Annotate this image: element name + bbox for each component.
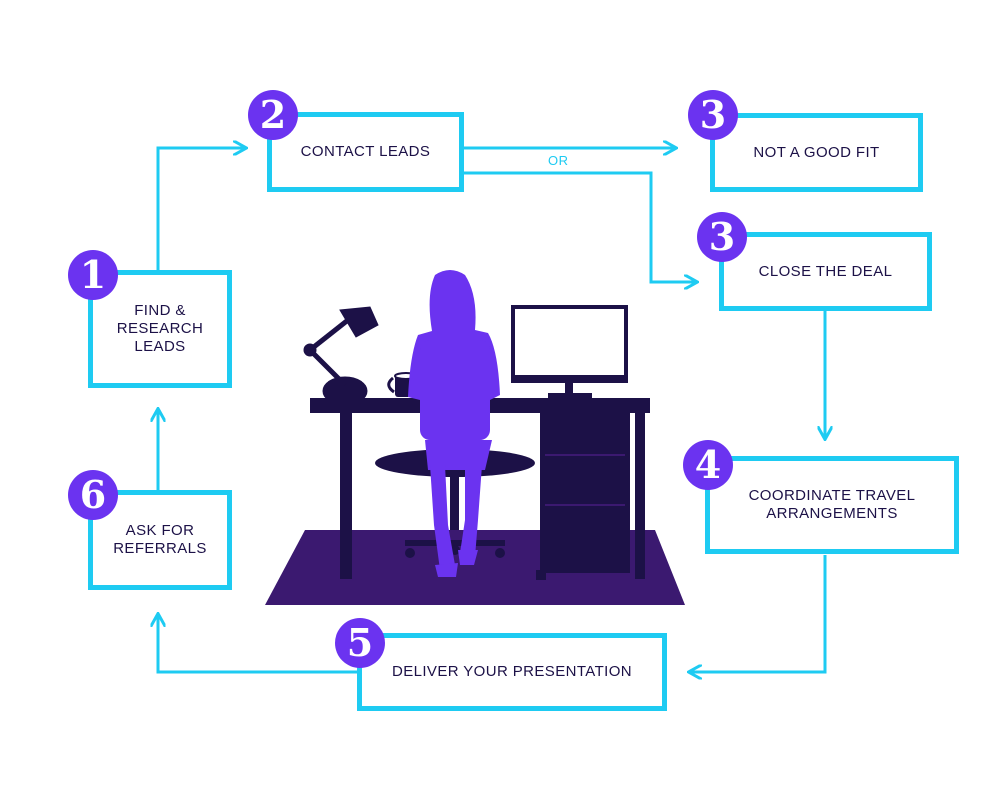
step-3-close-badge: 3 <box>697 212 747 262</box>
step-4-box: COORDINATE TRAVEL ARRANGEMENTS <box>705 456 959 554</box>
step-6-badge: 6 <box>68 470 118 520</box>
arrow-4-to-5 <box>690 555 827 672</box>
desk-lamp <box>303 306 379 406</box>
step-2-label: CONTACT LEADS <box>300 143 431 160</box>
step-1-badge: 1 <box>68 250 118 300</box>
step-3-close-label: CLOSE THE DEAL <box>758 262 893 280</box>
step-5-badge: 5 <box>335 618 385 668</box>
step-2-box: CONTACT LEADS <box>267 112 464 192</box>
step-3-not-fit-box: NOT A GOOD FIT <box>710 113 923 192</box>
step-2-badge: 2 <box>248 90 298 140</box>
woman-at-desk-illustration <box>265 270 685 605</box>
arrow-5-to-6 <box>158 615 360 674</box>
woman-silhouette <box>408 270 500 577</box>
step-5-box: DELIVER YOUR PRESENTATION <box>357 633 667 711</box>
step-3-not-fit-label: NOT A GOOD FIT <box>753 143 880 161</box>
step-4-label: COORDINATE TRAVEL ARRANGEMENTS <box>748 487 916 522</box>
step-3-not-fit-badge: 3 <box>688 90 738 140</box>
desk <box>310 398 650 580</box>
step-1-label: FIND & RESEARCH LEADS <box>116 302 204 355</box>
step-6-label: ASK FOR REFERRALS <box>113 522 207 557</box>
step-5-label: DELIVER YOUR PRESENTATION <box>391 663 633 680</box>
computer-monitor <box>511 305 628 398</box>
step-3-close-box: CLOSE THE DEAL <box>719 232 932 311</box>
arrow-2-to-close <box>463 171 696 282</box>
branch-or-label: OR <box>548 153 569 168</box>
arrow-1-to-2 <box>156 148 245 272</box>
step-4-badge: 4 <box>683 440 733 490</box>
